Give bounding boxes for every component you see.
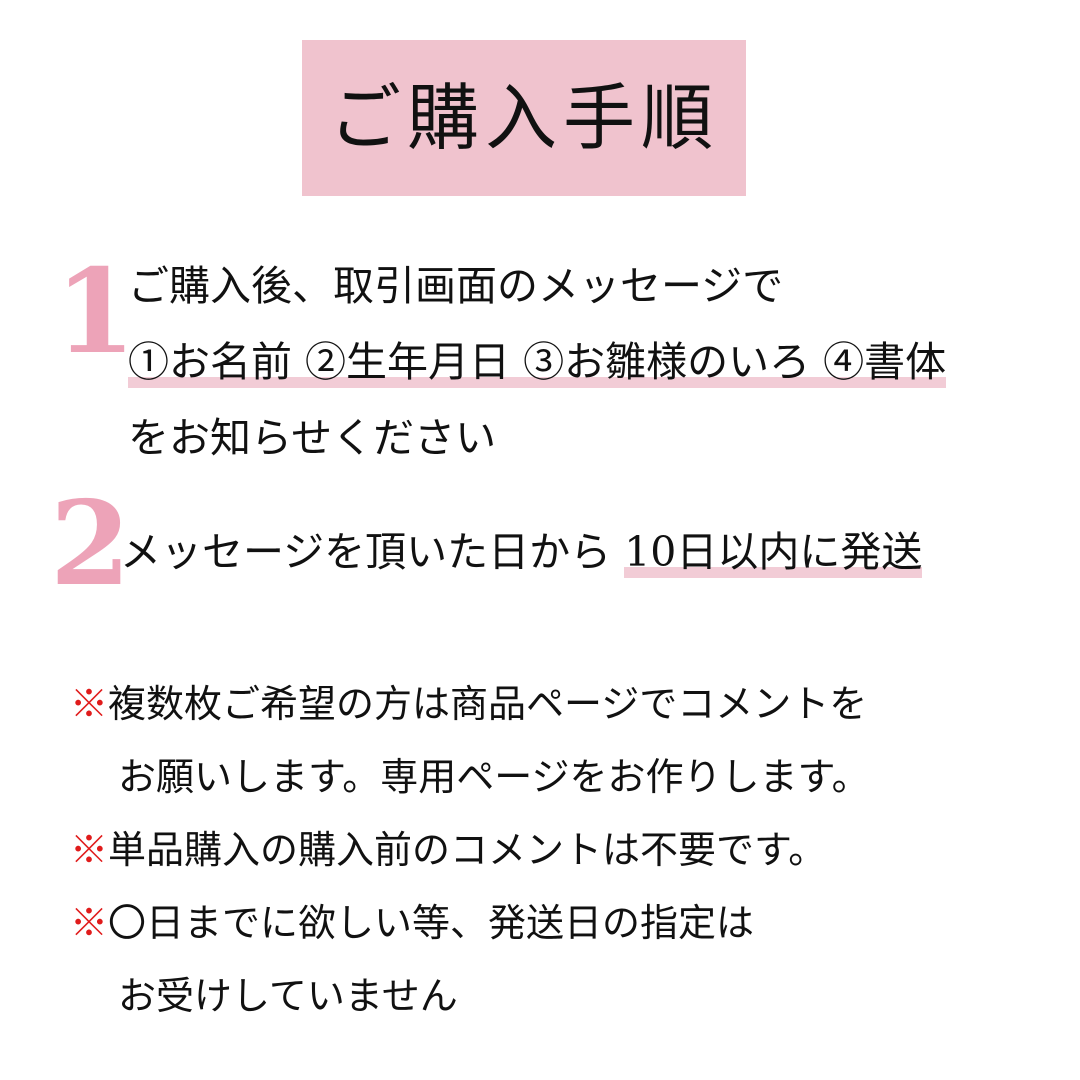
note-1-line-2: お願いします。専用ページをお作りします。 (118, 755, 870, 799)
step-1-line-2: ①お名前 ②生年月日 ③お雛様のいろ ④書体 (128, 338, 947, 388)
note-3: ※〇日までに欲しい等、発送日の指定は (0, 887, 1080, 960)
step-2: 2 メッセージを頂いた日から 10日以内に発送 (0, 486, 1080, 602)
step-1: 1 ご購入後、取引画面のメッセージで ①お名前 ②生年月日 ③お雛様のいろ ④書… (0, 236, 1080, 476)
note-2-mark-icon: ※ (70, 828, 109, 872)
note-3-mark-icon: ※ (70, 901, 109, 945)
note-1: ※複数枚ご希望の方は商品ページでコメントを (0, 668, 1080, 741)
note-3-line-1: 〇日までに欲しい等、発送日の指定は (108, 901, 755, 945)
step-1-line-1: ご購入後、取引画面のメッセージで (128, 262, 784, 310)
note-2-line-1: 単品購入の購入前のコメントは不要です。 (108, 828, 827, 872)
step-1-line-3: をお知らせください (128, 414, 497, 462)
step-2-line-1-prefix: メッセージを頂いた日から (120, 528, 625, 576)
step-1-number: 1 (55, 244, 136, 380)
step-1-lines: ご購入後、取引画面のメッセージで ①お名前 ②生年月日 ③お雛様のいろ ④書体 … (0, 236, 1080, 476)
step-2-lines: メッセージを頂いた日から 10日以内に発送 (0, 490, 1080, 590)
header-banner: ご購入手順 (302, 40, 746, 196)
step-1-line-2-wrap: ①お名前 ②生年月日 ③お雛様のいろ ④書体 (128, 324, 1080, 400)
page-title: ご購入手順 (328, 76, 719, 160)
step-2-line-1-highlight: 10日以内に発送 (624, 528, 923, 578)
note-3-line-2: お受けしていません (118, 974, 458, 1018)
step-2-line-1-wrap: メッセージを頂いた日から 10日以内に発送 (120, 514, 1080, 590)
step-2-number: 2 (50, 476, 131, 612)
steps-section: 1 ご購入後、取引画面のメッセージで ①お名前 ②生年月日 ③お雛様のいろ ④書… (0, 236, 1080, 602)
notes-section: ※複数枚ご希望の方は商品ページでコメントを お願いします。専用ページをお作りしま… (0, 668, 1080, 1033)
note-1-mark-icon: ※ (70, 682, 109, 726)
note-1-line-1: 複数枚ご希望の方は商品ページでコメントを (108, 682, 868, 726)
note-2: ※単品購入の購入前のコメントは不要です。 (0, 814, 1080, 887)
